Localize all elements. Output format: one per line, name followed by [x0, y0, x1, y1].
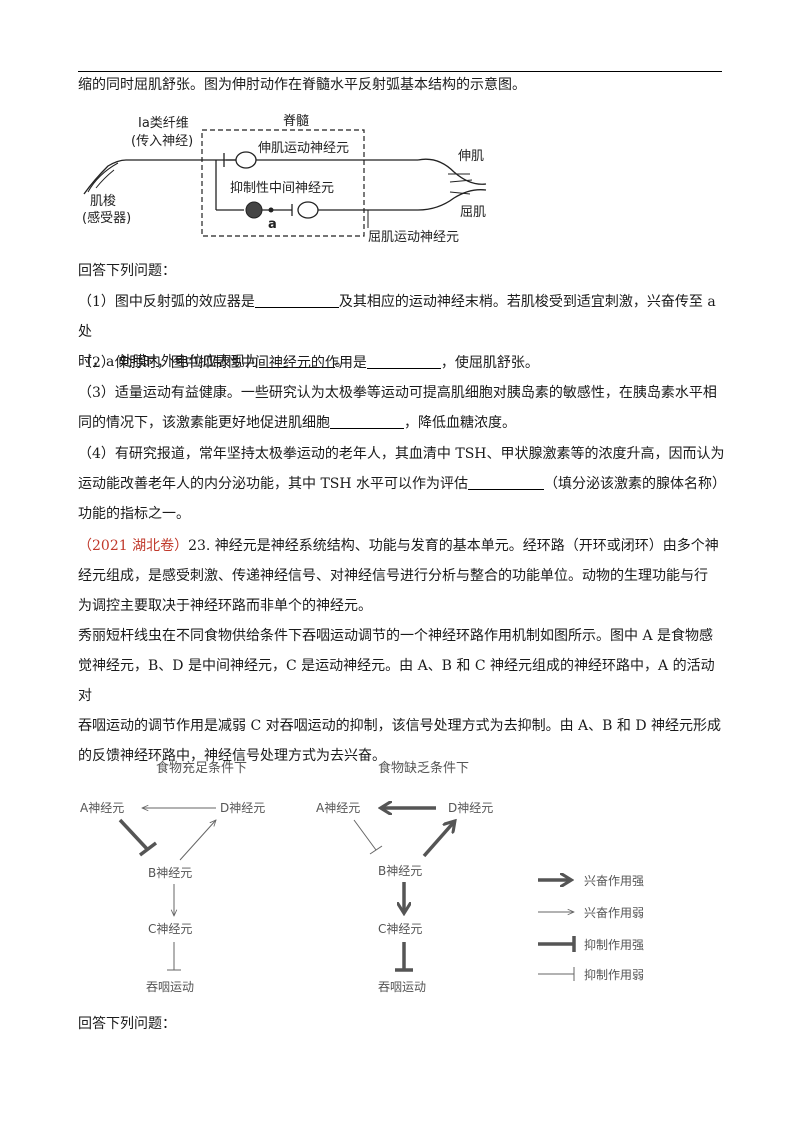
question-intro-2: 回答下列问题： — [78, 1016, 176, 1032]
answer-blank[interactable] — [330, 414, 404, 429]
answer-blank[interactable] — [468, 475, 545, 490]
right-b-to-d-strong-excite — [422, 822, 454, 858]
label-fiber: Ⅰa类纤维 — [138, 116, 189, 131]
legend-strong-excite: 兴奋作用强 — [584, 874, 644, 888]
flexor-motor-neuron — [297, 201, 319, 219]
left-a-to-b-strong-inhibit — [118, 818, 150, 852]
left-title: 食物充足条件下 — [156, 760, 247, 776]
label-flexor-mn: 屈肌运动神经元 — [368, 230, 459, 245]
top-rule — [78, 71, 722, 72]
right-swallow: 吞咽运动 — [378, 980, 426, 994]
left-node-a: A神经元 — [80, 801, 124, 815]
answer-blank[interactable] — [254, 293, 339, 308]
label-receptor: (感受器) — [82, 210, 131, 226]
reflex-arc-figure: Ⅰa类纤维 (传入神经) 脊髓 肌梭 (感受器) 伸肌运动神经元 抑制性中间神经… — [82, 114, 487, 245]
question-intro: 回答下列问题： — [78, 263, 176, 279]
spinal-cord-box — [201, 129, 365, 237]
inhibitory-interneuron — [245, 201, 263, 219]
source-tag: （2021 湖北卷） — [78, 538, 189, 554]
answer-blank[interactable] — [366, 354, 441, 369]
question-3: （3）适量运动有益健康。一些研究认为太极拳等运动可提高肌细胞对胰岛素的敏感性，在… — [78, 385, 717, 431]
left-node-b: B神经元 — [148, 866, 192, 880]
intro-line: 缩的同时屈肌舒张。图为伸肘动作在脊髓水平反射弧基本结构的示意图。 — [78, 77, 526, 93]
muscle-spindle-shape — [83, 159, 178, 195]
extensor-motor-neuron — [235, 151, 257, 169]
left-node-d: D神经元 — [220, 801, 265, 815]
left-b-to-d-weak-excite — [179, 820, 216, 861]
legend-strong-inhibit: 抑制作用强 — [584, 937, 644, 952]
label-flexor: 屈肌 — [460, 205, 486, 220]
answer-blank[interactable] — [258, 353, 335, 368]
label-a: a — [268, 217, 277, 232]
neural-circuit-figure: 食物充足条件下 A神经元 D神经元 B神经元 C神经元 吞咽运动 食物缺乏条件下… — [80, 760, 644, 994]
right-node-d: D神经元 — [448, 801, 493, 815]
question-4: （4）有研究报道，常年坚持太极拳运动的老年人，其血清中 TSH、甲状腺激素等的浓… — [78, 446, 727, 522]
label-interneuron: 抑制性中间神经元 — [230, 181, 334, 196]
right-node-a: A神经元 — [316, 801, 360, 815]
label-extensor: 伸肌 — [458, 149, 484, 164]
legend-weak-inhibit: 抑制作用弱 — [584, 967, 644, 982]
label-spinal: 脊髓 — [283, 114, 309, 129]
right-a-to-b-weak-inhibit — [353, 819, 377, 851]
left-node-c: C神经元 — [148, 922, 192, 936]
legend-weak-excite: 兴奋作用弱 — [584, 906, 644, 920]
right-node-c: C神经元 — [378, 922, 422, 936]
label-extensor-mn: 伸肌运动神经元 — [258, 141, 349, 156]
label-spindle: 肌梭 — [90, 193, 116, 209]
question-1: （1）图中反射弧的效应器是及其相应的运动神经末梢。若肌梭受到适宜刺激，兴奋传至 … — [78, 293, 716, 370]
label-afferent: (传入神经) — [131, 134, 193, 149]
right-title: 食物缺乏条件下 — [378, 760, 469, 776]
question-23: （2021 湖北卷）23. 神经元是神经系统结构、功能与发育的基本单元。经环路（… — [78, 538, 722, 764]
left-swallow: 吞咽运动 — [146, 980, 194, 994]
question-2: （2）伸肘时，图中抑制性中间神经元的作用是，使屈肌舒张。 — [78, 354, 539, 371]
right-node-b: B神经元 — [378, 864, 422, 878]
muscle-shape — [417, 158, 487, 211]
